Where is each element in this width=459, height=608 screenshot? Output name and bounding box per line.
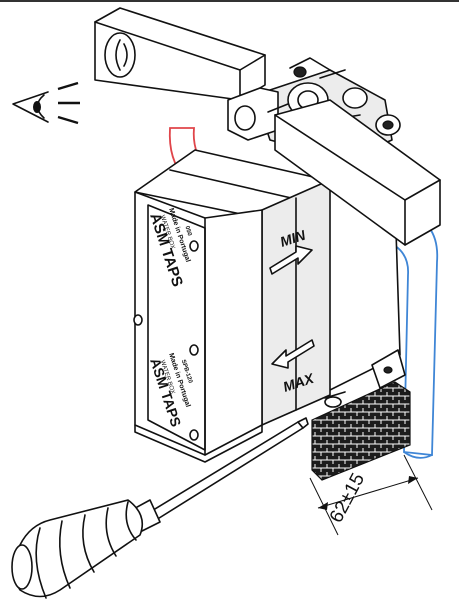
min-marker: MIN — [269, 226, 313, 275]
positioning-jig — [94, 7, 441, 246]
label-top-line3: 050 — [183, 225, 192, 237]
eye-view-icon — [12, 81, 80, 125]
min-arrow-icon — [269, 245, 313, 275]
screwdriver — [11, 417, 309, 599]
dimension-value: 62±15 — [326, 470, 369, 526]
max-arrow-icon — [271, 339, 315, 369]
wall-brick-hatch — [311, 381, 411, 481]
water-box — [133, 149, 406, 463]
min-label: MIN — [278, 226, 308, 249]
